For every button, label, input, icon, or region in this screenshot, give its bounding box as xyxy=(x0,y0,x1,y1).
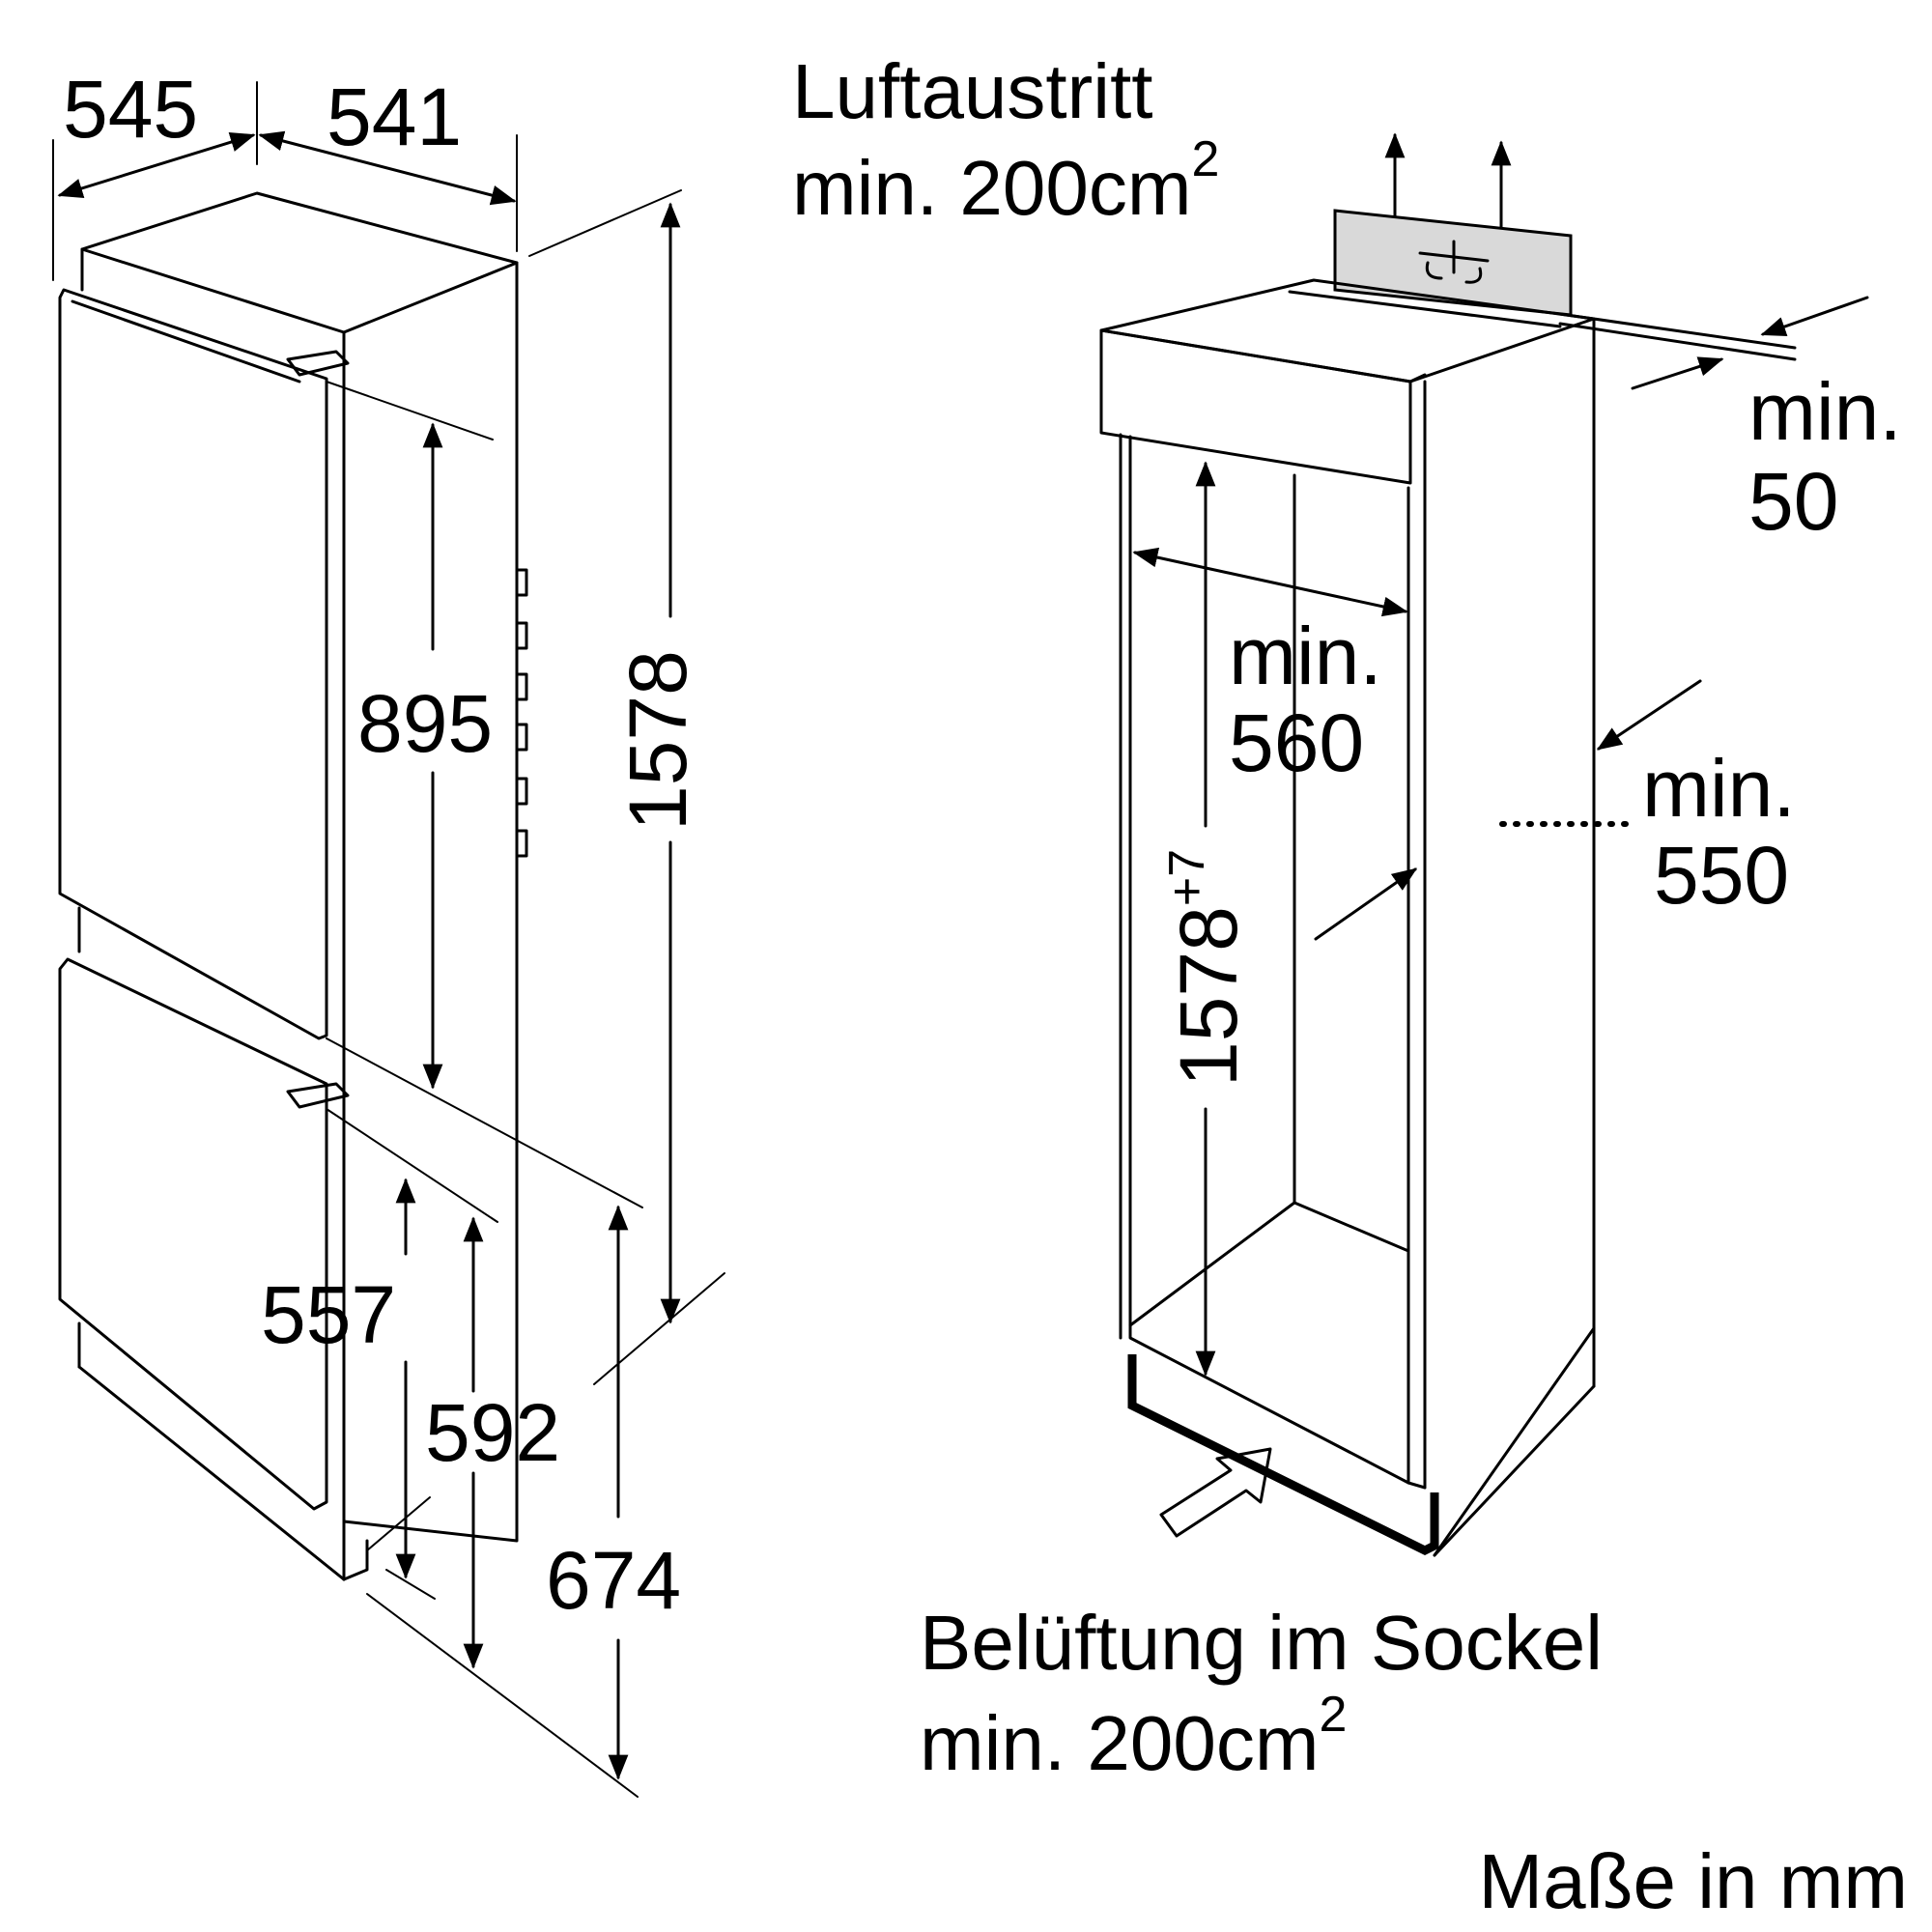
appliance-side xyxy=(342,261,519,1543)
niche-drawing: 1578+7 min. 560 min. 550 min. 50 xyxy=(1099,132,1902,1557)
dim-gap-min: min. xyxy=(1748,366,1902,457)
dim-height: 1578 xyxy=(612,650,703,831)
freezer-handle xyxy=(286,1082,350,1109)
width-arrow xyxy=(258,130,517,206)
niche-width-arrow xyxy=(1132,547,1408,617)
gap-arrow-top xyxy=(1760,296,1869,337)
base-ventilation-label: Belüftung im Sockel xyxy=(920,1600,1603,1686)
niche-depth-arrow-right xyxy=(1596,679,1702,751)
base-air-in-arrow xyxy=(1159,1447,1272,1538)
dim-freezer-section: 592 xyxy=(425,1387,560,1478)
dim-niche-width-min: min. xyxy=(1642,743,1796,834)
dim-niche-width: 550 xyxy=(1654,830,1789,921)
depth-arrow xyxy=(57,131,256,199)
appliance-top xyxy=(80,191,519,334)
fridge-handle xyxy=(286,350,350,377)
dim-depth: 545 xyxy=(63,64,198,155)
plinth xyxy=(1127,1354,1439,1556)
appliance-drawing: 545 541 1578 895 557 592 674 xyxy=(52,64,725,1798)
niche-depth-arrow-left xyxy=(1314,867,1418,941)
dim-niche-height: 1578+7 xyxy=(1159,849,1254,1087)
dim-fridge-door: 895 xyxy=(357,678,493,769)
fridge-door xyxy=(58,288,328,1040)
dim-freezer-door: 557 xyxy=(261,1269,396,1360)
dim-width: 541 xyxy=(327,71,462,162)
dim-gap: 50 xyxy=(1748,456,1838,547)
fan-icon xyxy=(1418,240,1490,284)
cabinet-front-trim xyxy=(1099,328,1412,485)
dim-lower-section: 674 xyxy=(546,1535,681,1626)
gap-arrow-bottom xyxy=(1631,356,1724,390)
side-hinges xyxy=(515,568,528,858)
dim-niche-depth-min: min. xyxy=(1229,611,1382,701)
dim-niche-depth: 560 xyxy=(1229,697,1364,788)
air-outlet-label: Luftaustritt xyxy=(792,48,1153,134)
base-ventilation-area: min. 200cm2 xyxy=(920,1687,1347,1786)
freezer-door xyxy=(58,957,328,1511)
svg-text:1578+7: 1578+7 xyxy=(1159,849,1254,1087)
units-label: Maße in mm xyxy=(1479,1838,1909,1924)
air-outlet-area: min. 200cm2 xyxy=(792,131,1219,231)
